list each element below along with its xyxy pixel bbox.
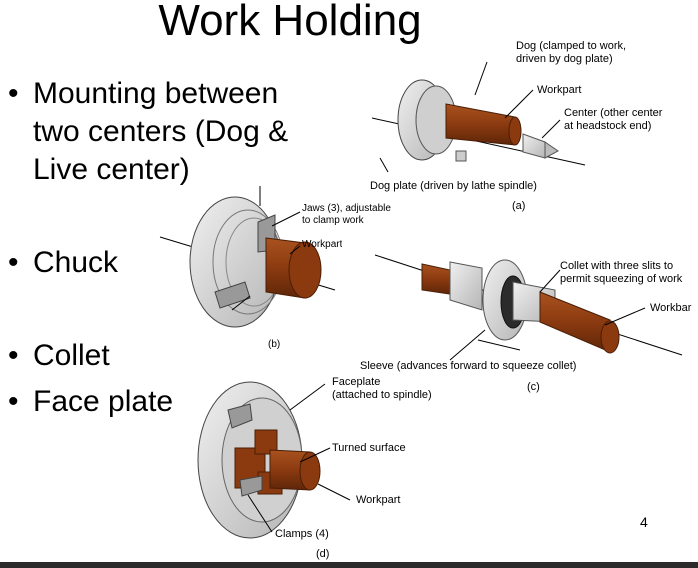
bullet-line: Chuck [33, 246, 119, 279]
diagram-b [159, 186, 336, 328]
label-line: Jaws (3), adjustable [302, 203, 391, 214]
label-line: Collet with three slits to [560, 260, 674, 272]
page-number: 4 [640, 514, 648, 530]
bullet-dot-icon: • [8, 77, 19, 110]
caption-d: (d) [316, 548, 330, 560]
bullet-line: two centers (Dog & [33, 115, 289, 148]
label-jaws: Jaws (3), adjustable to clamp work [302, 203, 391, 227]
label-line: Center (other center [564, 107, 663, 119]
sleeve [449, 261, 483, 311]
workpart-a [445, 103, 516, 146]
caption-b: (b) [268, 339, 281, 350]
workbar [539, 291, 611, 353]
bottom-bar [0, 562, 698, 568]
label-workpart-d: Workpart [356, 494, 401, 506]
label-dog: Dog (clamped to work, driven by dog plat… [516, 40, 626, 66]
label-line: driven by dog plate) [516, 53, 613, 65]
label-line: at headstock end) [564, 120, 652, 132]
caption-c: (c) [527, 381, 540, 393]
bullet-dot-icon: • [8, 246, 19, 279]
label-turned-surface: Turned surface [332, 442, 406, 454]
diagram-a [371, 61, 586, 173]
label-line: permit squeezing of work [560, 273, 683, 285]
slide-title: Work Holding [158, 0, 422, 45]
label-line: to clamp work [302, 215, 364, 226]
label-line: Faceplate [332, 376, 381, 388]
diagram-c [374, 254, 683, 361]
bullet-dot-icon: • [8, 339, 19, 372]
diagram-d [197, 381, 351, 539]
label-clamps: Clamps (4) [275, 528, 329, 540]
bullet-line: Face plate [33, 385, 174, 418]
jaw [214, 281, 251, 309]
label-dogplate: Dog plate (driven by lathe spindle) [370, 180, 537, 192]
label-workpart-a: Workpart [537, 84, 582, 96]
bullet-line: Live center) [33, 153, 190, 186]
label-workbar: Workbar [650, 302, 692, 314]
bullet-line: Collet [33, 339, 110, 372]
bullet-dot-icon: • [8, 385, 19, 418]
label-sleeve: Sleeve (advances forward to squeeze coll… [360, 360, 577, 372]
bullet-line: Mounting between [33, 77, 279, 110]
caption-a: (a) [512, 200, 526, 212]
label-line: Dog (clamped to work, [516, 40, 627, 52]
label-faceplate: Faceplate (attached to spindle) [332, 376, 432, 402]
label-collet: Collet with three slits to permit squeez… [560, 260, 682, 286]
label-center: Center (other center at headstock end) [564, 107, 662, 133]
label-workpart-b: Workpart [302, 239, 343, 249]
label-line: (attached to spindle) [332, 389, 432, 401]
